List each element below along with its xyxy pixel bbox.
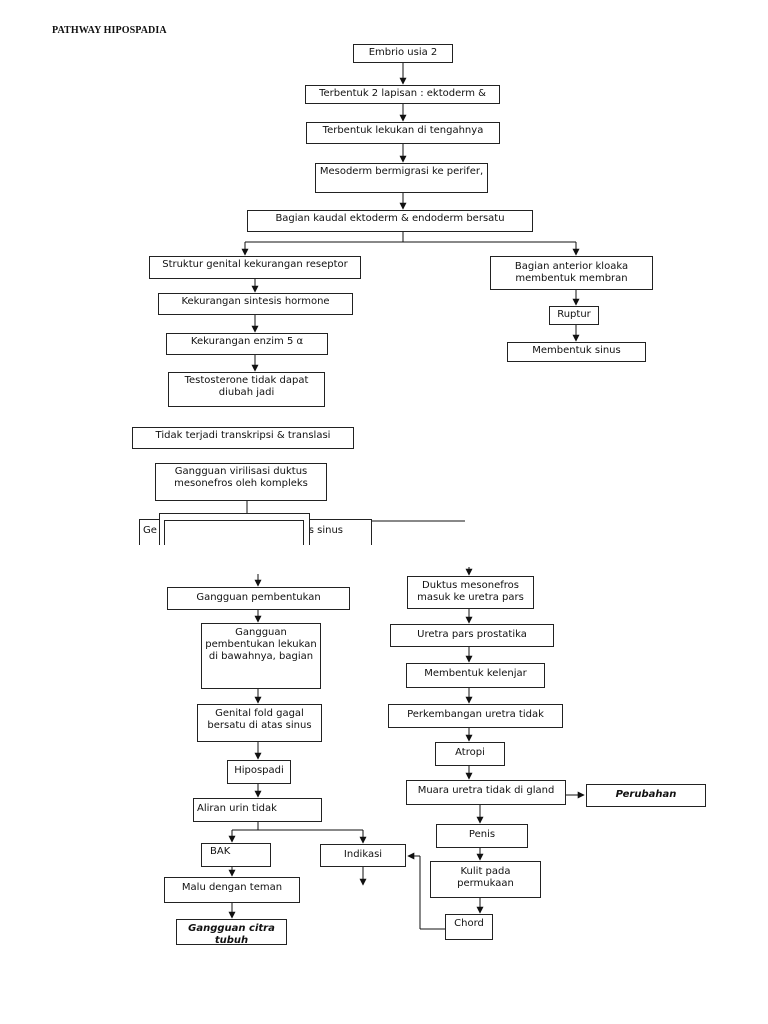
node-anterior-kloaka: Bagian anterior kloaka membentuk membran — [490, 256, 653, 290]
node-kelenjar: Membentuk kelenjar — [406, 663, 545, 688]
node-transkripsi: Tidak terjadi transkripsi & translasi — [132, 427, 354, 449]
node-perubahan: Perubahan — [586, 784, 706, 807]
node-gangguan-pembentukan: Gangguan pembentukan — [167, 587, 350, 610]
node-aliran-urin: Aliran urin tidak — [193, 798, 322, 822]
node-gangguan-lekukan: Gangguan pembentukan lekukan di bawahnya… — [201, 623, 321, 689]
node-chord: Chord — [445, 914, 493, 940]
page-gap — [130, 545, 630, 567]
node-membentuk-sinus: Membentuk sinus — [507, 342, 646, 362]
node-testosterone: Testosterone tidak dapat diubah jadi — [168, 372, 325, 407]
node-lekukan-tengah: Terbentuk lekukan di tengahnya — [306, 122, 500, 144]
page-title: PATHWAY HIPOSPADIA — [52, 25, 167, 36]
node-struktur-genital: Struktur genital kekurangan reseptor — [149, 256, 361, 279]
node-sintesis-hormone: Kekurangan sintesis hormone — [158, 293, 353, 315]
node-hipospadi: Hipospadi — [227, 760, 291, 784]
node-enzim: Kekurangan enzim 5 α — [166, 333, 328, 355]
node-indikasi: Indikasi — [320, 844, 406, 867]
node-atropi: Atropi — [435, 742, 505, 766]
node-lapisan: Terbentuk 2 lapisan : ektoderm & — [305, 85, 500, 104]
node-uretra-prostatika: Uretra pars prostatika — [390, 624, 554, 647]
node-penis: Penis — [436, 824, 528, 848]
node-kaudal: Bagian kaudal ektoderm & endoderm bersat… — [247, 210, 533, 232]
node-genital-fold: Genital fold gagal bersatu di atas sinus — [197, 704, 322, 742]
node-citra-tubuh: Gangguan citra tubuh — [176, 919, 287, 945]
node-kulit: Kulit pada permukaan — [430, 861, 541, 898]
node-muara: Muara uretra tidak di gland — [406, 780, 566, 805]
node-mesoderm: Mesoderm bermigrasi ke perifer, — [315, 163, 488, 193]
node-bak: BAK — [201, 843, 271, 867]
node-malu: Malu dengan teman — [164, 877, 300, 903]
node-ruptur: Ruptur — [549, 306, 599, 325]
node-virilisasi: Gangguan virilisasi duktus mesonefros ol… — [155, 463, 327, 501]
node-duktus: Duktus mesonefros masuk ke uretra pars — [407, 576, 534, 609]
node-embrio: Embrio usia 2 — [353, 44, 453, 63]
node-perkembangan: Perkembangan uretra tidak — [388, 704, 563, 728]
